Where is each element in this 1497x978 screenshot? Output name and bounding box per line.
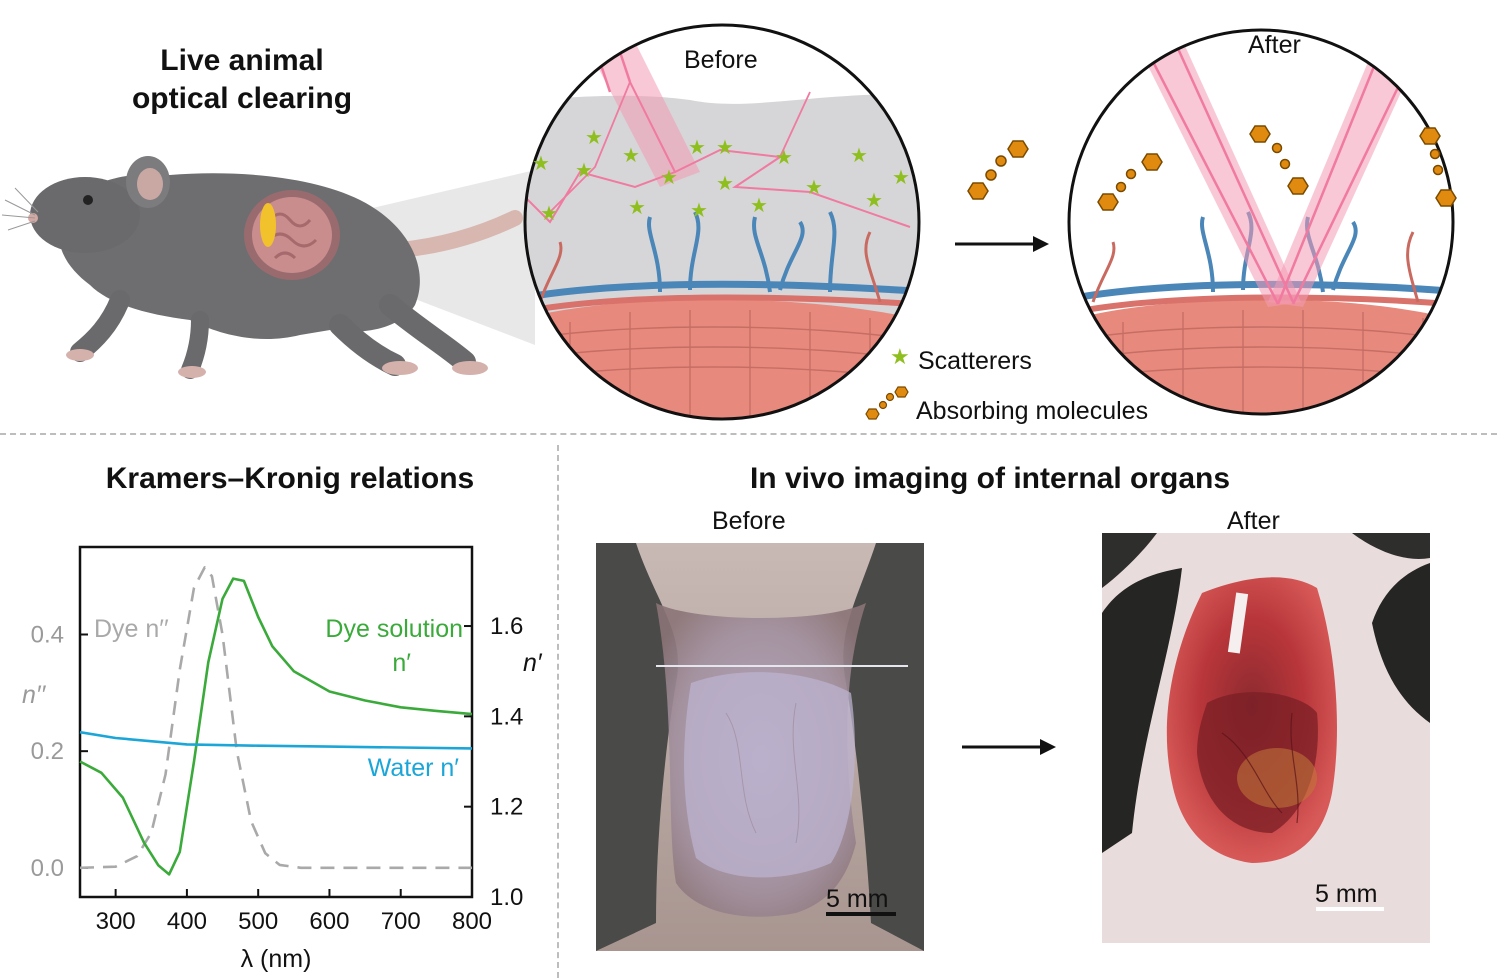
chart-annotation-0: Dye n′′ [94, 615, 169, 643]
kk-chart: 300 400 500 600 700 800 0.0 0.2 0.4 1.0 1.2 1.4 1.6 λ… [22, 545, 543, 973]
svg-text:★: ★ [540, 203, 558, 225]
after-photo [1102, 533, 1430, 943]
kk-title: Kramers–Kronig relations [105, 462, 475, 495]
chart-annotation-3: Water n′ [368, 754, 460, 782]
scale-bar-before-label: 5 mm [826, 885, 889, 913]
top-arrow [955, 236, 1049, 252]
scatterer-star-icon: ★ [890, 345, 910, 370]
svg-text:★: ★ [892, 167, 910, 189]
vertical-divider [557, 445, 559, 978]
top-title-line1: Live animal [160, 44, 324, 77]
svg-text:★: ★ [865, 190, 883, 212]
series-line-1 [79, 577, 473, 876]
before-circle: ★ ★ ★ ★ ★ ★ ★ ★ ★ ★ ★ ★ ★ ★ ★ ★ ★ [523, 23, 921, 421]
bottom-arrow [962, 739, 1056, 755]
y-left-axis-label: n′′ [22, 681, 47, 709]
x-tick-label: 300 [96, 908, 136, 935]
x-tick-label: 700 [381, 908, 421, 935]
plot-frame [78, 545, 474, 899]
scale-bar-after [1316, 907, 1384, 911]
svg-text:★: ★ [575, 160, 593, 182]
y-right-tick-label: 1.4 [490, 703, 523, 730]
svg-text:★: ★ [805, 177, 823, 199]
legend-scatterers: Scatterers [918, 347, 1032, 375]
chart-annotation-1: Dye solution [325, 615, 463, 643]
series-line-0 [79, 566, 472, 870]
x-tick-label: 500 [238, 908, 278, 935]
mouse-illustration [1, 156, 535, 379]
svg-text:★: ★ [850, 145, 868, 167]
chart-annotation-2: n′ [392, 649, 411, 677]
x-tick-label: 800 [452, 908, 492, 935]
legend: ★ Scatterers Absorbing molecules [865, 345, 1210, 425]
molecule-icon [967, 140, 1029, 200]
after-circle-label: After [1248, 31, 1301, 59]
y-right-tick-label: 1.0 [490, 884, 523, 911]
x-tick-label: 600 [309, 908, 349, 935]
svg-text:★: ★ [622, 145, 640, 167]
top-title-line2: optical clearing [131, 82, 353, 115]
svg-text:★: ★ [690, 200, 708, 222]
y-left-tick-label: 0.4 [31, 622, 64, 649]
y-right-axis-label: n′ [523, 649, 543, 677]
svg-text:★: ★ [775, 147, 793, 169]
x-axis-label: λ (nm) [241, 945, 312, 973]
y-right-tick-label: 1.2 [490, 794, 523, 821]
scale-bar-after-label: 5 mm [1315, 880, 1378, 908]
absorbing-molecule-icon [865, 386, 909, 420]
x-tick-label: 400 [167, 908, 207, 935]
scale-bar-before [826, 912, 896, 916]
before-circle-label: Before [684, 46, 758, 74]
y-left-tick-label: 0.2 [31, 738, 64, 765]
invivo-title: In vivo imaging of internal organs [749, 462, 1231, 495]
horizontal-divider [0, 433, 1497, 435]
svg-text:★: ★ [628, 197, 646, 219]
svg-text:★: ★ [688, 137, 706, 159]
svg-text:★: ★ [750, 195, 768, 217]
svg-text:★: ★ [716, 137, 734, 159]
y-left-tick-label: 0.0 [31, 855, 64, 882]
series-line-2 [79, 730, 473, 750]
top-title: Live animal optical clearing [92, 42, 392, 118]
before-photo [596, 543, 924, 951]
svg-text:★: ★ [716, 173, 734, 195]
legend-absorbing: Absorbing molecules [916, 397, 1149, 425]
invivo-before-label: Before [712, 507, 786, 535]
after-circle [1067, 28, 1457, 416]
y-right-tick-label: 1.6 [490, 613, 523, 640]
svg-text:★: ★ [585, 127, 603, 149]
invivo-after-label: After [1227, 507, 1280, 535]
svg-text:★: ★ [660, 167, 678, 189]
svg-text:★: ★ [532, 153, 550, 175]
